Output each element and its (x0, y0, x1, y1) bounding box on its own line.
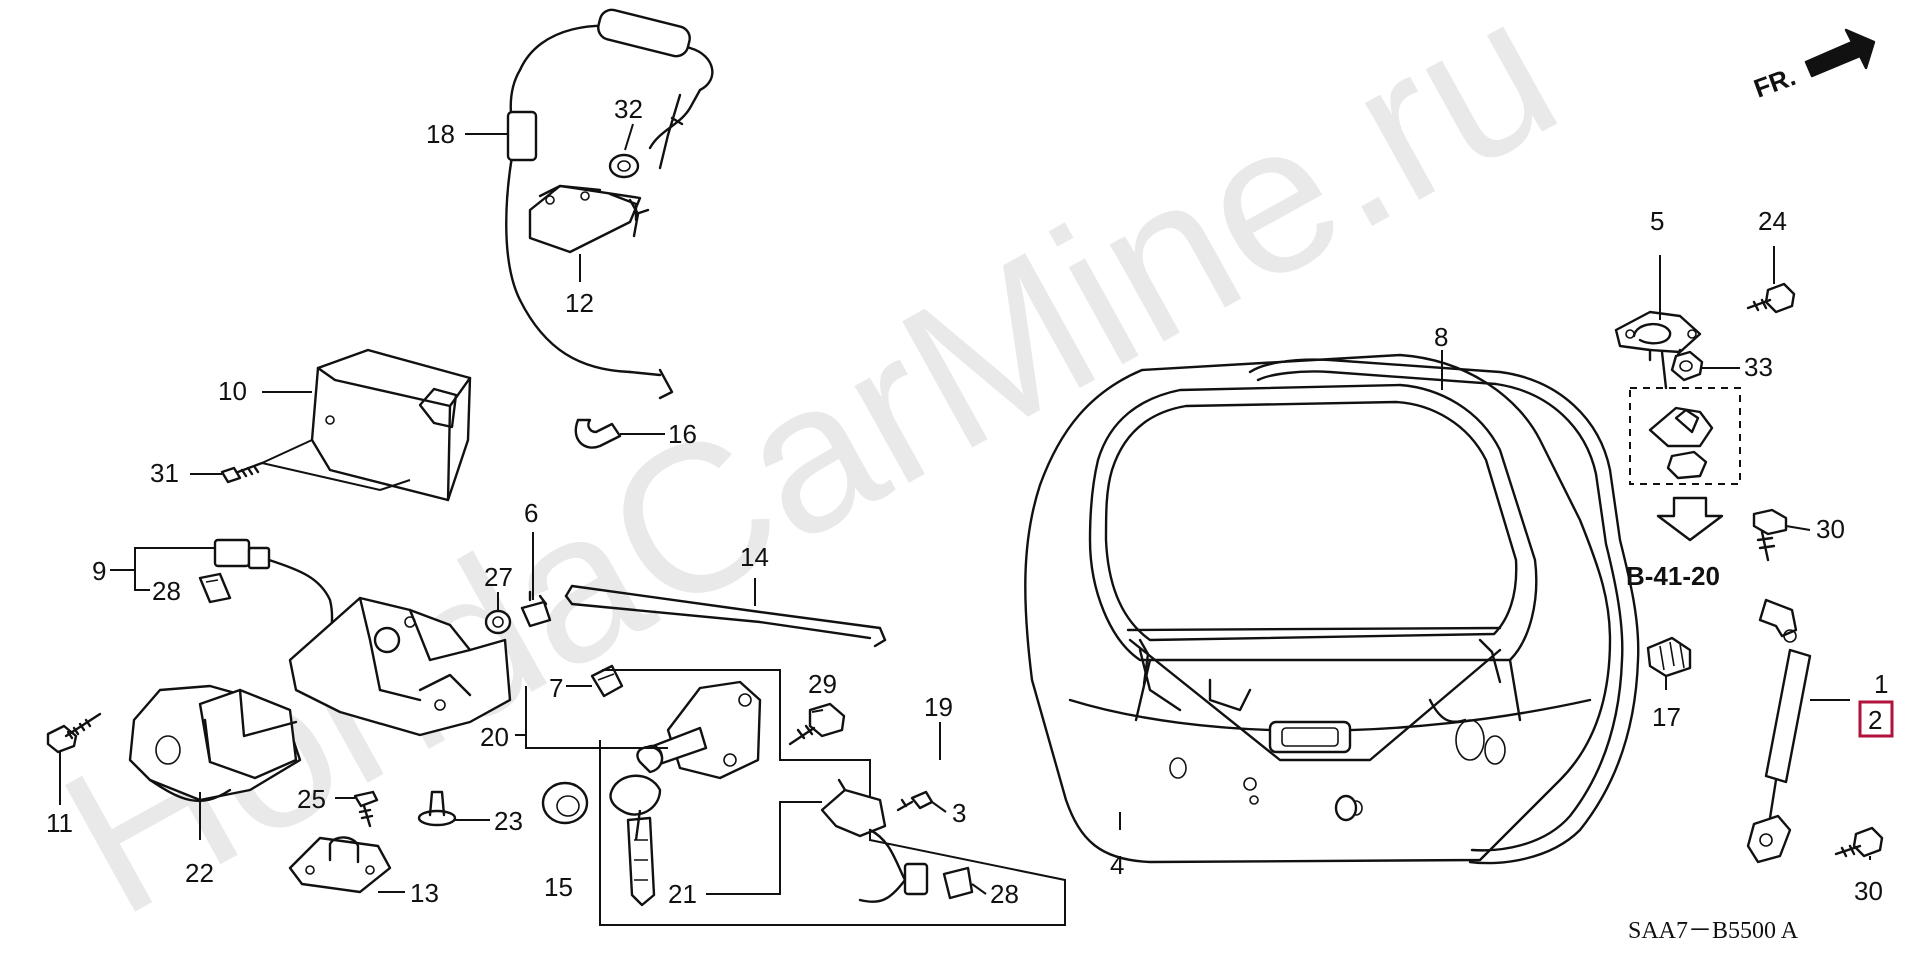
callout-6[interactable]: 6 (524, 498, 538, 528)
callout-20[interactable]: 20 (480, 722, 509, 752)
clip-6[interactable] (520, 590, 552, 628)
grommet-32[interactable] (608, 153, 640, 179)
diagram-code: SAA7－B5500 A (1628, 918, 1799, 944)
front-direction-indicator: FR. (1750, 28, 1876, 104)
callout-29[interactable]: 29 (808, 669, 837, 699)
group-box-19 (599, 669, 1066, 926)
motor-22[interactable] (128, 684, 302, 803)
callout-28-b[interactable]: 28 (990, 879, 1019, 909)
callout-1[interactable]: 1 (1874, 669, 1888, 699)
callout-14[interactable]: 14 (740, 542, 769, 572)
buffer-17[interactable] (1646, 636, 1692, 678)
callout-8[interactable]: 8 (1434, 322, 1448, 352)
callout-11[interactable]: 11 (46, 808, 73, 838)
striker-13[interactable] (288, 836, 392, 894)
pin-23[interactable] (417, 790, 457, 827)
screw-3[interactable] (896, 790, 934, 812)
hinge-5[interactable] (1614, 310, 1702, 390)
nut-33[interactable] (1670, 350, 1704, 382)
callout-7[interactable]: 7 (549, 673, 563, 703)
callout-5[interactable]: 5 (1650, 206, 1664, 236)
actuator-10[interactable] (310, 348, 472, 502)
leader-lines (59, 123, 1871, 895)
clip-28[interactable] (198, 572, 232, 604)
front-label: FR. (1750, 61, 1800, 104)
callout-33[interactable]: 33 (1744, 352, 1773, 382)
bolt-29[interactable] (788, 702, 846, 746)
bolt-24[interactable] (1746, 282, 1796, 314)
reference-label[interactable]: B-41-20 (1626, 561, 1720, 591)
key[interactable] (609, 745, 664, 907)
callout-21[interactable]: 21 (668, 879, 697, 909)
callout-16[interactable]: 16 (668, 419, 697, 449)
screw-25[interactable] (353, 790, 379, 828)
callout-27[interactable]: 27 (484, 562, 513, 592)
bolt-30-a[interactable] (1752, 508, 1788, 562)
clip-28-b[interactable] (942, 866, 974, 900)
hinge-detail-box (1629, 387, 1741, 485)
callout-labels: 18 32 12 10 16 31 6 14 9 27 28 7 29 19 2… (46, 94, 1894, 944)
callout-3[interactable]: 3 (952, 798, 966, 828)
rod-14[interactable] (564, 584, 887, 648)
callout-19[interactable]: 19 (924, 692, 953, 722)
callout-17[interactable]: 17 (1652, 702, 1681, 732)
tailgate-latch[interactable] (288, 596, 512, 737)
callout-25[interactable]: 25 (297, 784, 326, 814)
callout-12[interactable]: 12 (565, 288, 594, 318)
callout-4[interactable]: 4 (1110, 850, 1124, 880)
callout-32[interactable]: 32 (614, 94, 643, 124)
clip-16[interactable] (574, 418, 622, 449)
callout-13[interactable]: 13 (410, 878, 439, 908)
callout-18[interactable]: 18 (426, 119, 455, 149)
callout-2[interactable]: 2 (1868, 705, 1882, 735)
callout-10[interactable]: 10 (218, 376, 247, 406)
grommet-15[interactable] (541, 781, 589, 825)
callout-31[interactable]: 31 (150, 458, 179, 488)
bolt-11[interactable] (46, 712, 102, 754)
gas-strut-1[interactable] (1746, 598, 1812, 864)
tailgate-4[interactable] (1024, 353, 1612, 864)
cable-18[interactable] (505, 7, 714, 400)
callout-30[interactable]: 30 (1816, 514, 1845, 544)
callout-23[interactable]: 23 (494, 806, 523, 836)
switch-9[interactable] (213, 538, 334, 662)
handle-12[interactable] (528, 184, 650, 254)
callout-28[interactable]: 28 (152, 576, 181, 606)
callout-2-highlight (1858, 700, 1894, 738)
tailgate-switch-21[interactable] (820, 778, 929, 903)
washer-27[interactable] (484, 609, 512, 635)
callout-15[interactable]: 15 (544, 872, 573, 902)
reference-arrow (1656, 496, 1724, 542)
callout-9[interactable]: 9 (92, 556, 106, 586)
callout-24[interactable]: 24 (1758, 206, 1787, 236)
weatherstrip-8[interactable] (1248, 358, 1640, 865)
callout-30-b[interactable]: 30 (1854, 876, 1883, 906)
screw-31[interactable] (220, 461, 264, 484)
bolt-30-b[interactable] (1834, 826, 1884, 858)
callout-22[interactable]: 22 (185, 858, 214, 888)
